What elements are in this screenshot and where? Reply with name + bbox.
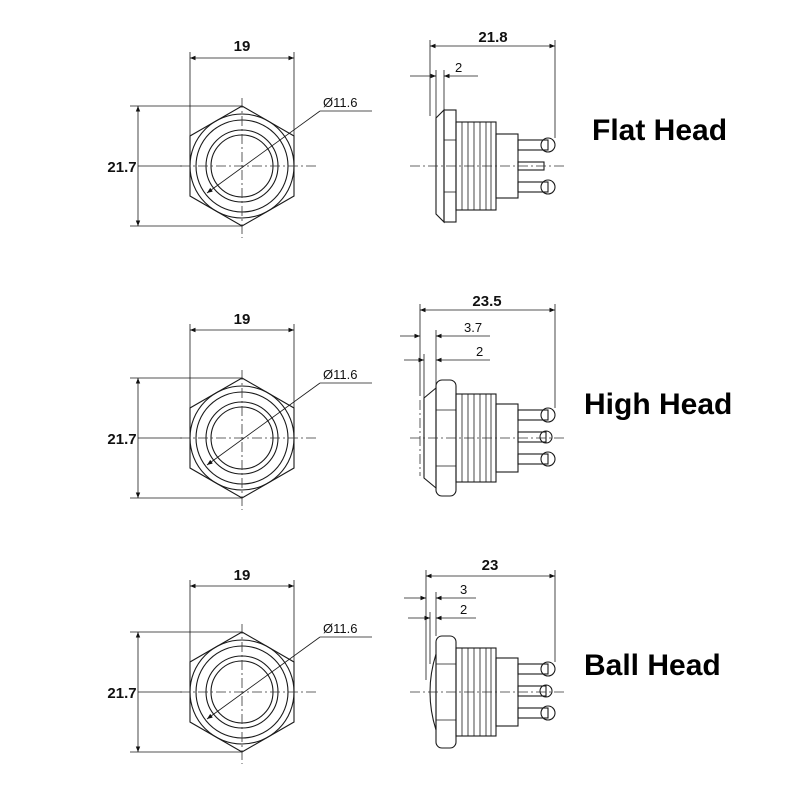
height-dimension: 21.7 (107, 159, 136, 176)
front-view: 19 21.7 Ø11.6 (107, 38, 372, 238)
width-dimension: 19 (234, 311, 251, 328)
height-dimension: 21.7 (107, 431, 136, 448)
terminal-pins (517, 407, 556, 467)
variant-title: High Head (584, 388, 732, 421)
length-dimension: 21.8 (478, 29, 507, 46)
diameter-leader (206, 636, 321, 720)
side-view: 23.5 3.7 2 (400, 293, 566, 497)
front-view: 19 21.7 Ø11.6 (107, 311, 372, 510)
diameter-dimension: Ø11.6 (323, 621, 357, 636)
variant-title: Flat Head (592, 114, 727, 147)
side-view: 21.8 2 (410, 29, 566, 224)
diameter-leader (206, 110, 321, 194)
diameter-dimension: Ø11.6 (323, 95, 357, 110)
head-thickness-dimension: 2 (455, 60, 462, 75)
variant-high-head: 19 21.7 Ø11.6 (107, 293, 732, 510)
variant-ball-head: 19 21.7 Ø11.6 (107, 557, 721, 764)
diameter-leader (206, 382, 321, 466)
head-height-dimension: 3 (460, 582, 467, 597)
length-dimension: 23 (482, 557, 499, 574)
head-thickness-dimension: 2 (476, 344, 483, 359)
variant-flat-head: 19 21.7 Ø11.6 (107, 29, 727, 238)
variant-title: Ball Head (584, 649, 721, 682)
height-dimension: 21.7 (107, 685, 136, 702)
length-dimension: 23.5 (472, 293, 501, 310)
diameter-dimension: Ø11.6 (323, 367, 357, 382)
head-thickness-dimension: 2 (460, 602, 467, 617)
terminal-pins (517, 661, 556, 721)
width-dimension: 19 (234, 567, 251, 584)
front-view: 19 21.7 Ø11.6 (107, 567, 372, 764)
head-height-dimension: 3.7 (464, 320, 482, 335)
side-view: 23 3 2 (404, 557, 566, 749)
width-dimension: 19 (234, 38, 251, 55)
